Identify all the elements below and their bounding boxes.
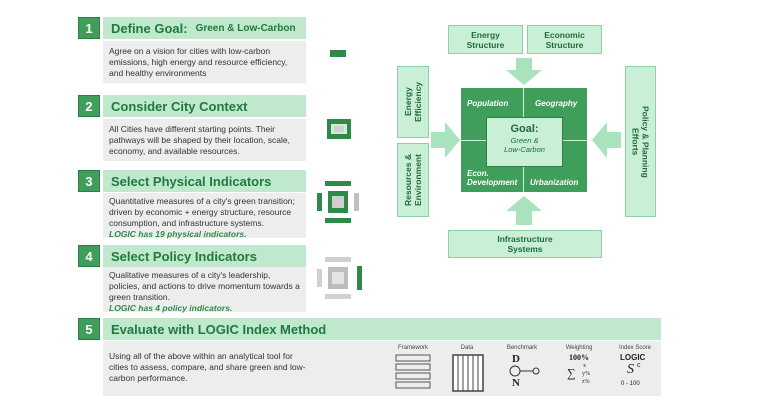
step-header: Select Policy Indicators	[103, 245, 306, 267]
city-context-icon	[327, 119, 351, 139]
step-description: Qualitative measures of a city's leaders…	[103, 267, 306, 313]
policy-indicators-icon	[317, 257, 362, 299]
policy-efforts-box: Policy & Planning Efforts	[625, 66, 656, 217]
step-number: 3	[78, 170, 100, 192]
box-label: Energy Efficiency	[403, 81, 423, 123]
weight-term: z%	[582, 379, 590, 385]
tool-label: Weighting	[565, 345, 593, 351]
score-symbol: S	[627, 362, 634, 377]
step-title-suffix: Green & Low-Carbon	[195, 22, 296, 34]
weight-percent: 100%	[569, 353, 589, 362]
physical-indicators-icon	[317, 181, 359, 223]
geography-label: Geography	[535, 99, 578, 108]
step-note: LOGIC has 4 policy indicators.	[109, 303, 233, 313]
box-label: Infrastructure Systems	[497, 234, 553, 254]
green-bar-icon	[330, 50, 346, 57]
econ-development-label: Econ. Development	[467, 169, 518, 187]
weight-x: x	[583, 363, 586, 369]
weight-term: y%	[582, 371, 590, 377]
arrow-up-icon	[506, 196, 542, 225]
step-description: Using all of the above within an analyti…	[103, 341, 661, 396]
urbanization-label: Urbanization	[530, 178, 579, 187]
benchmark-curve-icon	[509, 365, 540, 377]
step-text: All Cities have different starting point…	[109, 124, 290, 156]
step-header: Select Physical Indicators	[103, 170, 306, 192]
goal-subtitle: Green & Low-Carbon	[504, 136, 545, 154]
step-header: Consider City Context	[103, 95, 306, 117]
box-label: Economic Structure	[544, 29, 585, 50]
infrastructure-box: Infrastructure Systems	[448, 230, 602, 258]
step-title: Evaluate with LOGIC Index Method	[111, 321, 327, 337]
box-label: Energy Structure	[466, 29, 505, 50]
data-icon	[452, 354, 484, 392]
data-tool: Data	[446, 345, 488, 399]
step-description: Agree on a vision for cities with low-ca…	[103, 41, 306, 83]
arrow-right-icon	[431, 122, 460, 158]
goal-title: Goal:	[510, 123, 539, 135]
step-number: 5	[78, 318, 100, 340]
step-title: Select Policy Indicators	[111, 248, 257, 264]
step-text: Using all of the above within an analyti…	[109, 351, 306, 383]
box-label: Resources & Environment	[403, 154, 423, 206]
step-description: All Cities have different starting point…	[103, 119, 306, 161]
tool-label: Benchmark	[506, 345, 538, 351]
resources-environment-box: Resources & Environment	[397, 143, 429, 217]
framework-icon	[395, 354, 431, 389]
logic-label: LOGIC	[620, 353, 646, 362]
box-label: Policy & Planning Efforts	[630, 105, 651, 178]
step-number: 1	[78, 17, 100, 39]
step-title: Consider City Context	[111, 98, 248, 114]
step-text: Qualitative measures of a city's leaders…	[109, 270, 300, 302]
step-header: Define Goal: Green & Low-Carbon	[103, 17, 306, 39]
step-title: Select Physical Indicators	[111, 173, 272, 189]
step-text: Quantitative measures of a city's green …	[109, 196, 295, 228]
step-number: 4	[78, 245, 100, 267]
step-note: LOGIC has 19 physical indicators.	[109, 229, 247, 239]
energy-efficiency-box: Energy Efficiency	[397, 66, 429, 138]
economic-structure-box: Economic Structure	[527, 25, 602, 54]
step-title: Define Goal:	[111, 20, 188, 36]
tool-label: Index Score	[618, 345, 652, 351]
weighting-tool: Weighting 100% x ∑ y% z%	[557, 345, 601, 391]
step-text: Agree on a vision for cities with low-ca…	[109, 46, 288, 78]
step-description: Quantitative measures of a city's green …	[103, 193, 306, 239]
weight-sum: ∑	[567, 366, 576, 380]
arrow-left-icon	[592, 122, 621, 158]
score-range: 0 - 100	[621, 381, 640, 387]
benchmark-tool: Benchmark D N	[497, 345, 547, 391]
step-number: 2	[78, 95, 100, 117]
framework-tool: Framework	[392, 345, 434, 395]
population-label: Population	[467, 99, 509, 108]
arrow-down-icon	[506, 58, 542, 85]
goal-box: Goal: Green & Low-Carbon	[486, 117, 563, 167]
benchmark-n: N	[512, 377, 520, 389]
tool-label: Framework	[397, 345, 428, 351]
tool-label: Data	[460, 345, 474, 351]
score-superscript: c	[637, 362, 641, 369]
benchmark-d: D	[512, 353, 520, 365]
index-score-tool: Index Score LOGIC S c 0 - 100	[612, 345, 658, 391]
energy-structure-box: Energy Structure	[448, 25, 523, 54]
step-header: Evaluate with LOGIC Index Method	[103, 318, 661, 340]
